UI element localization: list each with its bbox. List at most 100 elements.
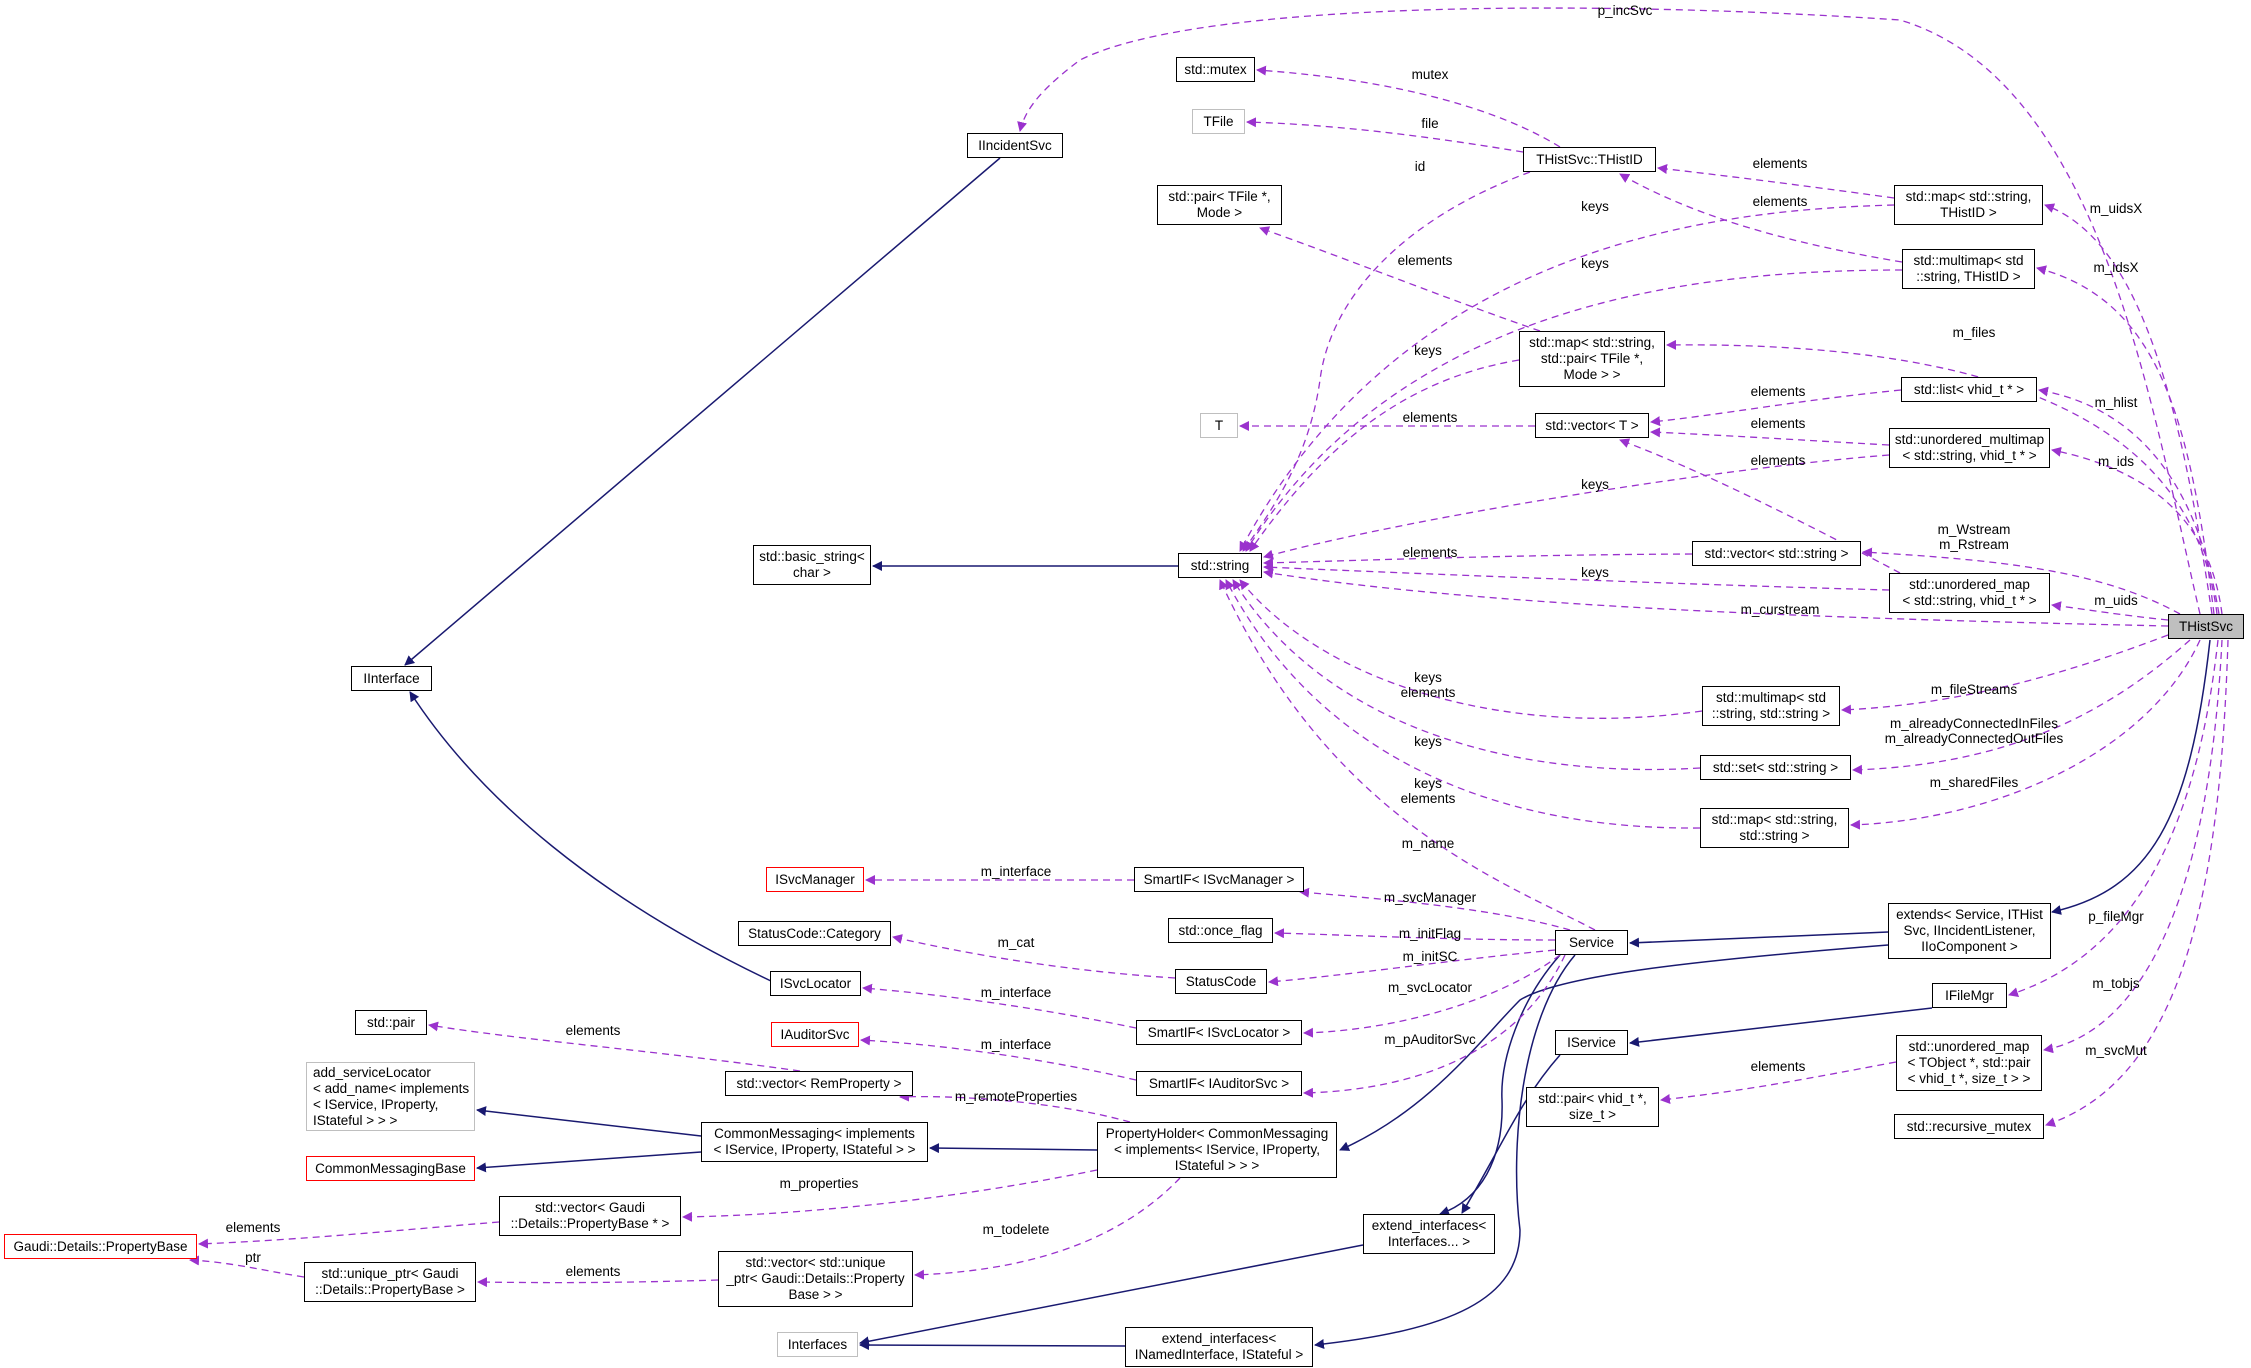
edge-label-m-remoteproperties: m_remoteProperties <box>955 1089 1078 1104</box>
edge-label-m-svcmanager: m_svcManager <box>1384 890 1477 905</box>
use-elements-vector-string <box>1263 553 1693 568</box>
edge-label-m-tobjs: m_tobjs <box>2092 976 2140 991</box>
inherit-service-iservice <box>1439 954 1561 1216</box>
node-iincidentsvc[interactable]: IIncidentSvc <box>967 133 1063 158</box>
node-set-string[interactable]: std::set< std::string > <box>1700 755 1851 780</box>
node-umap-vhid[interactable]: std::unordered_map < std::string, vhid_t… <box>1889 573 2050 613</box>
node-multimap-string[interactable]: std::multimap< std ::string, std::string… <box>1702 686 1840 726</box>
node-multimap-thistid[interactable]: std::multimap< std ::string, THistID > <box>1902 249 2035 289</box>
node-recursive-mutex[interactable]: std::recursive_mutex <box>1894 1114 2044 1139</box>
node-map-string[interactable]: std::map< std::string, std::string > <box>1700 808 1849 848</box>
use-p-filemgr <box>2008 639 2219 998</box>
node-map-thistid[interactable]: std::map< std::string, THistID > <box>1894 185 2043 225</box>
node-vector-propertybase[interactable]: std::vector< Gaudi ::Details::PropertyBa… <box>499 1196 681 1236</box>
use-m-files <box>1666 339 2218 615</box>
node-string[interactable]: std::string <box>1178 553 1262 578</box>
edge-label-elements-umultimap: elements <box>1751 416 1806 431</box>
node-iservice[interactable]: IService <box>1555 1030 1628 1055</box>
use-keys-umultimap <box>1263 454 1890 560</box>
node-commonmessagingbase[interactable]: CommonMessagingBase <box>306 1156 475 1181</box>
node-ifilemgr[interactable]: IFileMgr <box>1932 983 2007 1008</box>
edge-label-mutex: mutex <box>1412 67 1449 82</box>
edge-label-elements-pair-tfile: elements <box>1398 253 1453 268</box>
node-pair-vhid[interactable]: std::pair< vhid_t *, size_t > <box>1526 1087 1659 1127</box>
node-iinterface[interactable]: IInterface <box>351 666 432 691</box>
edge-label-keys-umap: keys <box>1581 565 1609 580</box>
use-m-svclocator <box>1303 954 1561 1038</box>
edge-label-m-sharedfiles: m_sharedFiles <box>1930 775 2019 790</box>
node-statuscode[interactable]: StatusCode <box>1175 969 1267 994</box>
node-basic-string[interactable]: std::basic_string< char > <box>753 545 871 585</box>
edge-label-id: id <box>1415 159 1426 174</box>
node-map-pair-tfile[interactable]: std::map< std::string, std::pair< TFile … <box>1519 331 1665 387</box>
use-elements-pair <box>428 1021 801 1072</box>
edge-label-m-svclocator: m_svcLocator <box>1388 980 1473 995</box>
node-statuscode-category[interactable]: StatusCode::Category <box>738 921 891 946</box>
use-m-filestreams <box>1841 634 2169 715</box>
node-vector-t[interactable]: std::vector< T > <box>1535 413 1649 438</box>
node-add-servicelocator[interactable]: add_serviceLocator < add_name< implement… <box>306 1062 475 1131</box>
node-std-pair[interactable]: std::pair <box>355 1010 427 1035</box>
node-thistsvc[interactable]: THistSvc <box>2168 614 2244 639</box>
node-umultimap-vhid[interactable]: std::unordered_multimap < std::string, v… <box>1889 428 2050 468</box>
node-t[interactable]: T <box>1200 413 1238 438</box>
node-propertybase[interactable]: Gaudi::Details::PropertyBase <box>4 1234 197 1259</box>
edge-label-m-hlist: m_hlist <box>2095 395 2138 410</box>
node-isvclocator[interactable]: ISvcLocator <box>770 971 861 996</box>
inherit-ifilemgr-iservice <box>1629 1007 1933 1047</box>
node-isvcmanager[interactable]: ISvcManager <box>766 867 864 892</box>
node-vector-unique-ptr[interactable]: std::vector< std::unique _ptr< Gaudi::De… <box>718 1251 913 1307</box>
edge-label-p-filemgr: p_fileMgr <box>2088 909 2144 924</box>
use-m-initflag <box>1274 928 1556 941</box>
node-extend-interfaces[interactable]: extend_interfaces< Interfaces... > <box>1363 1214 1495 1254</box>
use-m-uidsx <box>2044 203 2213 615</box>
node-smartif-svclocator[interactable]: SmartIF< ISvcLocator > <box>1136 1020 1302 1045</box>
node-smartif-auditorsvc[interactable]: SmartIF< IAuditorSvc > <box>1136 1071 1302 1096</box>
use-id <box>1242 171 1531 552</box>
node-pair-tfile[interactable]: std::pair< TFile *, Mode > <box>1157 185 1282 225</box>
edge-label-m-initflag: m_initFlag <box>1399 926 1461 941</box>
use-elements-pair-tfile <box>1259 226 1541 332</box>
node-unique-ptr-propertybase[interactable]: std::unique_ptr< Gaudi ::Details::Proper… <box>304 1262 476 1302</box>
node-propertyholder[interactable]: PropertyHolder< CommonMessaging < implem… <box>1097 1122 1337 1178</box>
edge-label-keys-multimap-thistid: keys <box>1581 256 1609 271</box>
node-once-flag[interactable]: std::once_flag <box>1168 918 1273 943</box>
node-interfaces[interactable]: Interfaces <box>777 1332 858 1357</box>
node-smartif-svcmanager[interactable]: SmartIF< ISvcManager > <box>1134 867 1304 892</box>
edge-label-elements-pair: elements <box>566 1023 621 1038</box>
node-iauditorsvc[interactable]: IAuditorSvc <box>771 1022 859 1047</box>
edge-label-keys-set: keys <box>1414 734 1442 749</box>
node-tfile[interactable]: TFile <box>1192 109 1245 134</box>
node-list-vhid[interactable]: std::list< vhid_t * > <box>1901 377 2037 402</box>
inherit-isvclocator-iinterface <box>409 691 774 983</box>
node-extends[interactable]: extends< Service, ITHist Svc, IIncidentL… <box>1888 903 2051 959</box>
use-m-svcmut <box>2045 639 2229 1127</box>
edge-label-m-interface3: m_interface <box>981 1037 1052 1052</box>
edge-label-elements-vector-string: elements <box>1403 545 1458 560</box>
edge-label-m-files: m_files <box>1953 325 1996 340</box>
edge-label-m-curstream: m_curstream <box>1741 602 1820 617</box>
edge-label-elements-pair-vhid: elements <box>1751 1059 1806 1074</box>
node-extend-interfaces-2[interactable]: extend_interfaces< INamedInterface, ISta… <box>1125 1327 1313 1367</box>
use-keys-multimap-thistid <box>1245 269 1903 552</box>
node-commonmessaging[interactable]: CommonMessaging< implements < IService, … <box>701 1122 928 1162</box>
use-keys-umap <box>1263 562 1890 591</box>
use-file <box>1246 117 1524 153</box>
node-service[interactable]: Service <box>1555 930 1628 955</box>
node-vector-remproperty[interactable]: std::vector< RemProperty > <box>725 1071 913 1096</box>
node-umap-tobject[interactable]: std::unordered_map < TObject *, std::pai… <box>1896 1035 2042 1091</box>
node-vector-string[interactable]: std::vector< std::string > <box>1692 541 1861 566</box>
use-m-properties <box>682 1169 1098 1222</box>
use-keys-map-thistid <box>1239 204 1895 552</box>
node-thistid[interactable]: THistSvc::THistID <box>1523 147 1656 172</box>
edge-label-keys-umultimap: keys <box>1581 477 1609 492</box>
use-elements-list <box>1650 389 1902 427</box>
inherit-iservice-extend <box>1461 1054 1561 1214</box>
edge-label-m-ids: m_ids <box>2098 454 2134 469</box>
use-m-interface3 <box>860 1035 1137 1081</box>
node-mutex[interactable]: std::mutex <box>1176 57 1255 82</box>
edge-label-m-svcmut: m_svcMut <box>2085 1043 2147 1058</box>
